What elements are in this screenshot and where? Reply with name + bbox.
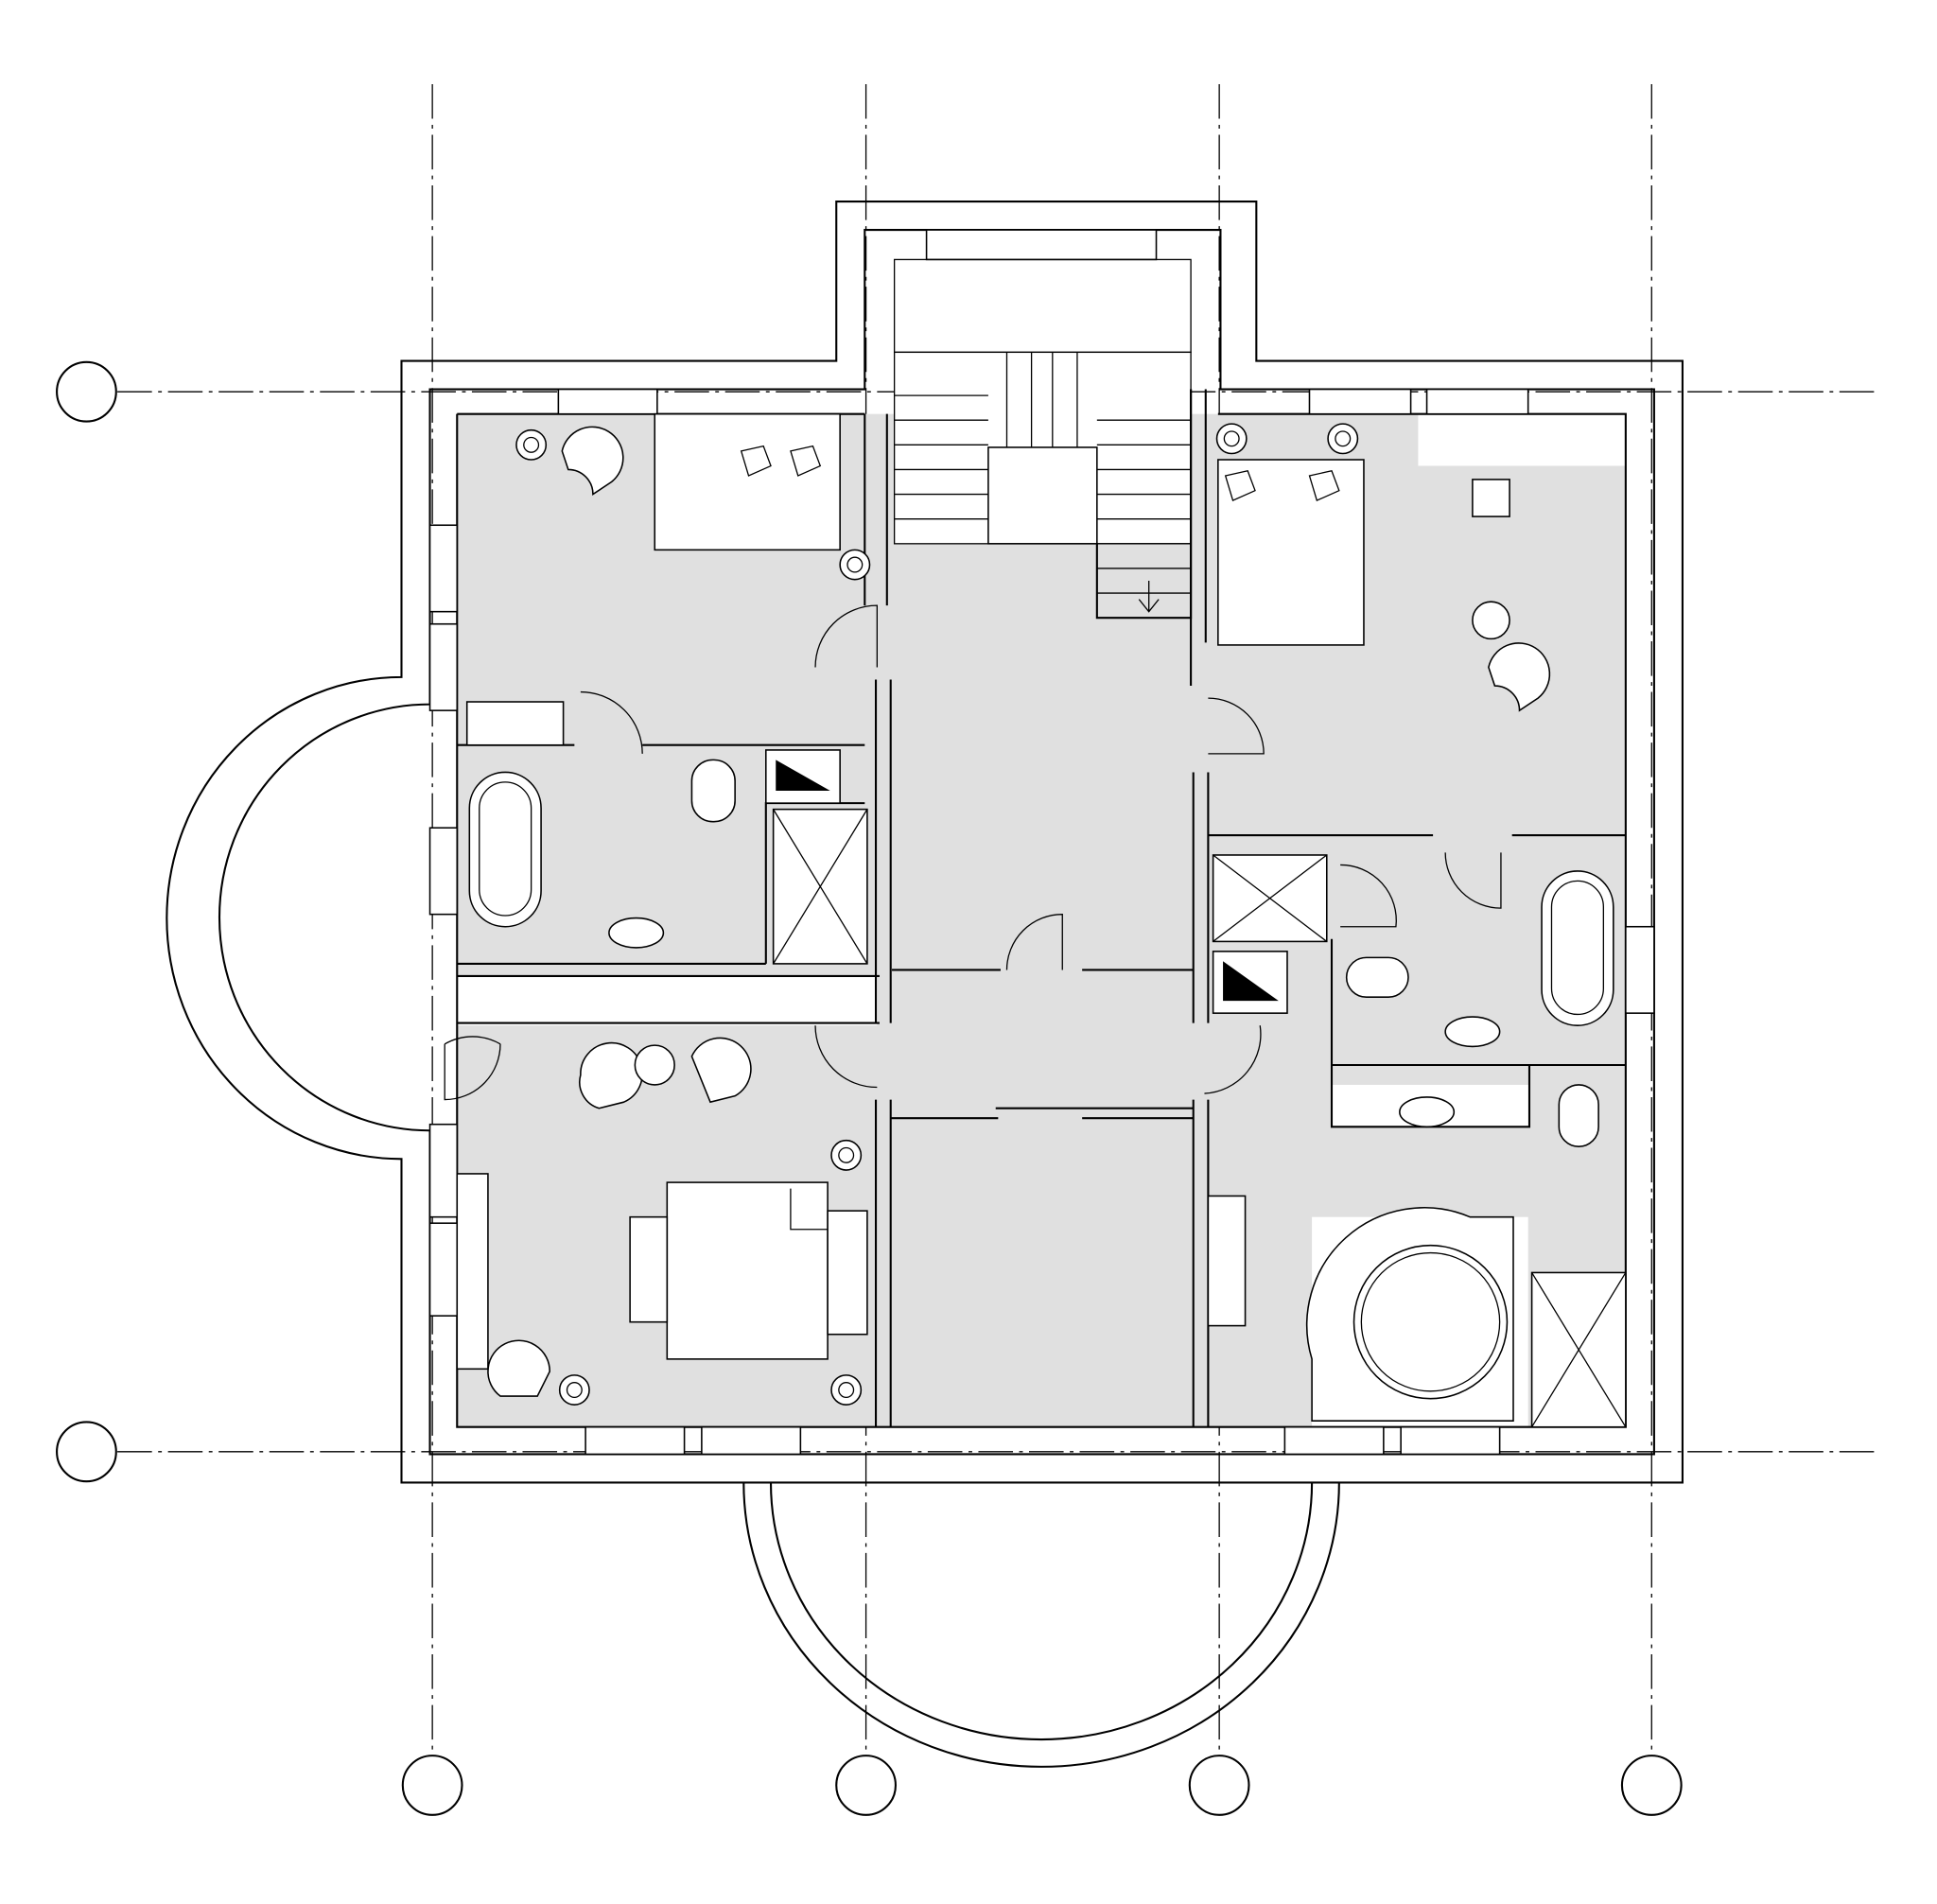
grid-bubble (835, 1755, 897, 1816)
grid-bubble (56, 1421, 117, 1483)
furniture (456, 423, 1551, 1406)
beds (629, 412, 1365, 1360)
windows (428, 229, 1655, 1456)
grid-bubble (401, 1755, 463, 1816)
grid-bubbles (56, 360, 1683, 1816)
staircase (893, 258, 1193, 620)
grid-bubble (1188, 1755, 1250, 1816)
doors (444, 604, 1502, 1101)
bathroom-fixtures (465, 701, 1627, 1428)
grid-bubble (1620, 1755, 1683, 1816)
grid-bubble (56, 360, 117, 423)
